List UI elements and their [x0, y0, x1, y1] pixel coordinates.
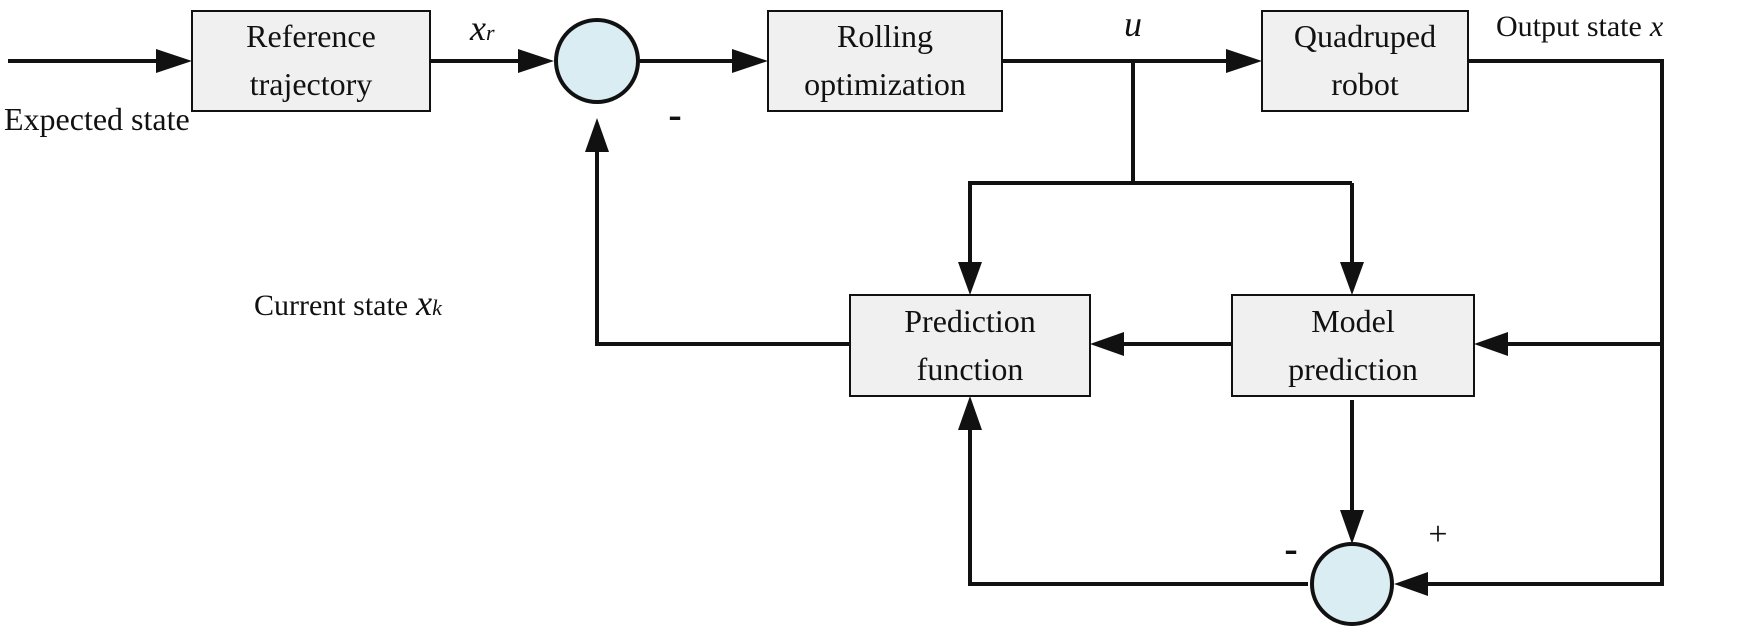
block-model-prediction: Model prediction: [1231, 294, 1475, 397]
reference-subscript: r: [486, 20, 495, 45]
block-reference-trajectory: Reference trajectory: [191, 10, 431, 112]
block-rolling-optimization: Rolling optimization: [767, 10, 1003, 112]
arrow-into-prediction-function-right-icon: [1090, 332, 1124, 356]
reference-trajectory-box: [191, 10, 431, 112]
arrow-into-bottom-junction-top-icon: [1340, 510, 1364, 544]
block-quadruped-robot: Quadruped robot: [1261, 10, 1469, 112]
current-state-text: Current state: [254, 289, 408, 322]
arrow-into-model-top-icon: [1340, 262, 1364, 295]
rolling-optimization-line1: Rolling: [837, 18, 933, 54]
arrow-into-model-right-icon: [1474, 332, 1508, 356]
arrow-into-robot-icon: [1226, 49, 1262, 73]
quadruped-robot-box: [1261, 10, 1469, 112]
error-correction-wire: [968, 420, 1308, 586]
output-state-symbol: x: [1649, 10, 1664, 43]
bottom-junction-plus-sign: +: [1428, 516, 1447, 553]
quadruped-robot-line2: robot: [1331, 66, 1399, 102]
output-loop-wire: [1418, 59, 1664, 586]
rolling-optimization-line2: optimization: [804, 66, 966, 102]
output-state-text: Output state: [1496, 10, 1642, 43]
model-prediction-line1: Model: [1311, 303, 1395, 339]
model-prediction-box: [1231, 294, 1475, 397]
arrow-into-reference-icon: [156, 49, 192, 73]
prediction-function-line1: Prediction: [904, 303, 1036, 339]
arrow-into-bottom-junction-right-icon: [1394, 572, 1428, 596]
feedback-wire: [595, 136, 850, 346]
rolling-optimization-box: [767, 10, 1003, 112]
model-prediction-line2: prediction: [1288, 351, 1418, 387]
top-junction-minus-sign: -: [668, 92, 681, 137]
prediction-function-line2: function: [917, 351, 1024, 387]
wires: [8, 59, 1664, 586]
reference-trajectory-line1: Reference: [246, 18, 376, 54]
arrowheads: [156, 49, 1508, 596]
current-state-symbol: x: [415, 283, 432, 323]
bottom-junction-minus-sign: -: [1284, 526, 1297, 571]
bottom-summing-junction: [1310, 542, 1394, 626]
quadruped-robot-line1: Quadruped: [1294, 18, 1436, 54]
arrow-into-prediction-function-top-icon: [958, 262, 982, 295]
control-symbol-label: u: [1124, 4, 1142, 44]
top-summing-junction: [554, 18, 640, 104]
current-state-subscript: k: [432, 295, 443, 320]
arrow-into-prediction-function-bottom-icon: [958, 396, 982, 430]
arrow-into-rolling-icon: [732, 49, 768, 73]
reference-trajectory-line2: trajectory: [250, 66, 373, 102]
block-prediction-function: Prediction function: [849, 294, 1091, 397]
arrow-into-top-junction-icon: [518, 49, 554, 73]
reference-symbol: x: [469, 8, 486, 48]
expected-state-label: Expected state: [4, 101, 190, 137]
arrow-into-top-junction-bottom-icon: [585, 118, 609, 152]
prediction-function-box: [849, 294, 1091, 397]
reference-symbol-label: xr: [469, 8, 495, 48]
